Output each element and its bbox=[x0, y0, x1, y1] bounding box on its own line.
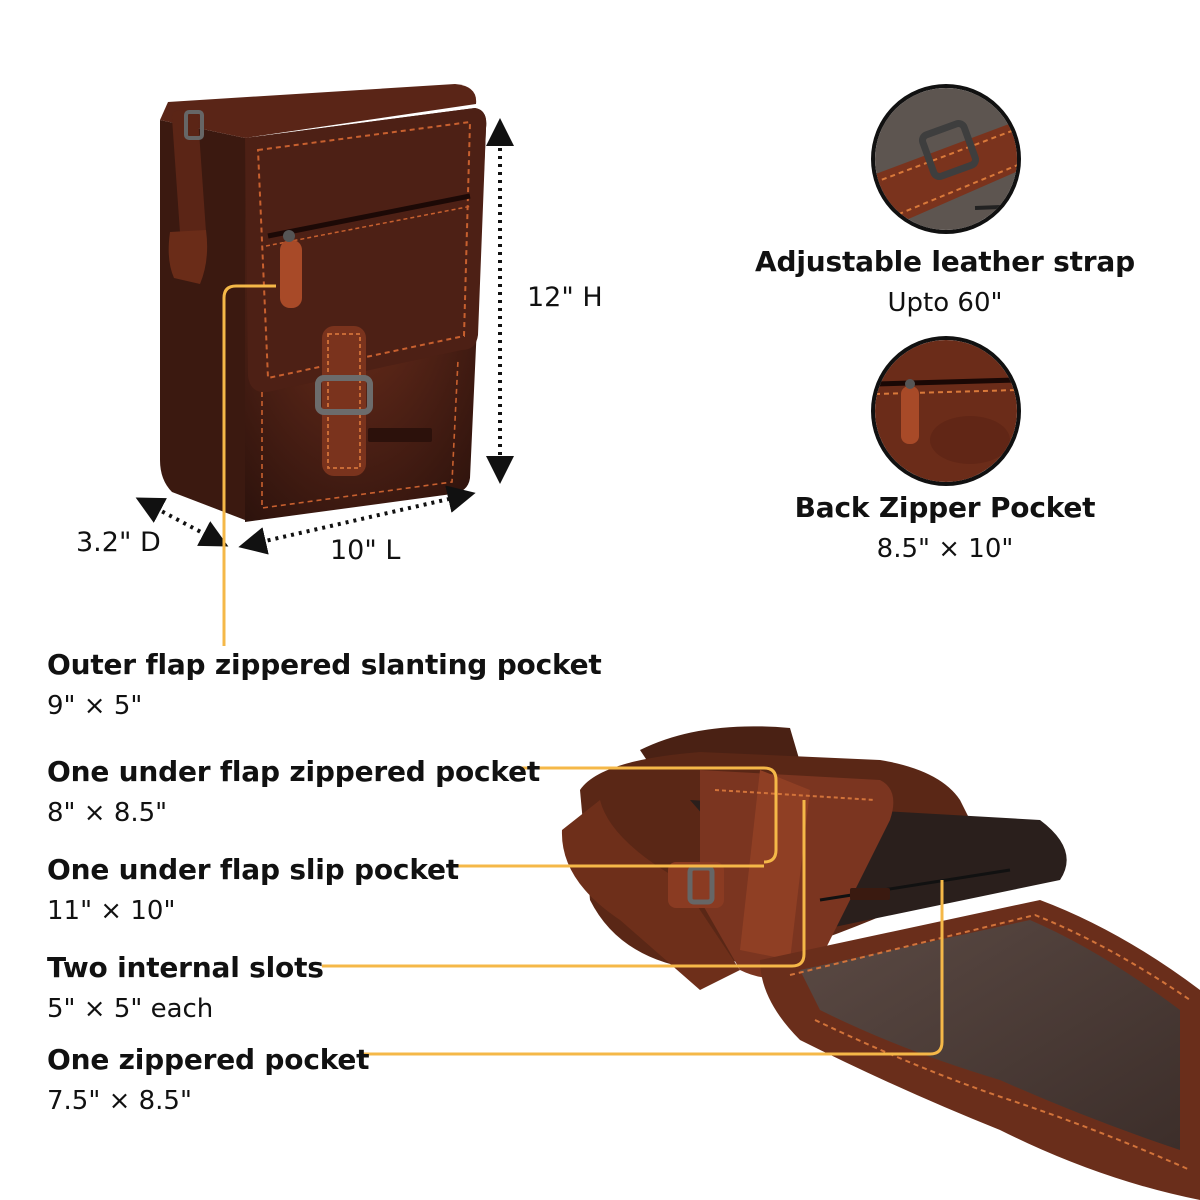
depth-label: 3.2" D bbox=[76, 527, 161, 558]
feature-3-size: 11" × 10" bbox=[47, 896, 176, 926]
open-bag-image bbox=[561, 726, 1200, 1200]
feature-3-title: One under flap slip pocket bbox=[47, 853, 459, 886]
callout-line-zippered-pocket bbox=[362, 880, 944, 1056]
closed-bag-image bbox=[160, 84, 487, 522]
feature-5-size: 7.5" × 8.5" bbox=[47, 1086, 192, 1116]
back-zipper-size: 8.5" × 10" bbox=[876, 534, 1014, 564]
feature-1-title: Outer flap zippered slanting pocket bbox=[47, 648, 602, 681]
callout-line-underflap-zip bbox=[522, 766, 778, 864]
strap-detail-image bbox=[871, 84, 1021, 234]
callout-line-outer-pocket bbox=[222, 284, 276, 646]
feature-1-size: 9" × 5" bbox=[47, 691, 143, 721]
strap-size: Upto 60" bbox=[887, 288, 1003, 318]
depth-arrow bbox=[135, 497, 229, 547]
back-zipper-title: Back Zipper Pocket bbox=[794, 491, 1096, 524]
feature-2-size: 8" × 8.5" bbox=[47, 798, 168, 828]
feature-5-title: One zippered pocket bbox=[47, 1043, 370, 1076]
feature-2-title: One under flap zippered pocket bbox=[47, 755, 541, 788]
feature-4-size: 5" × 5" each bbox=[47, 994, 214, 1024]
callout-line-internal-slots bbox=[322, 800, 806, 968]
feature-4-title: Two internal slots bbox=[47, 951, 324, 984]
back-zipper-detail-image bbox=[871, 336, 1021, 486]
length-label: 10" L bbox=[330, 535, 401, 566]
height-label: 12" H bbox=[527, 282, 603, 313]
strap-title: Adjustable leather strap bbox=[755, 245, 1135, 278]
